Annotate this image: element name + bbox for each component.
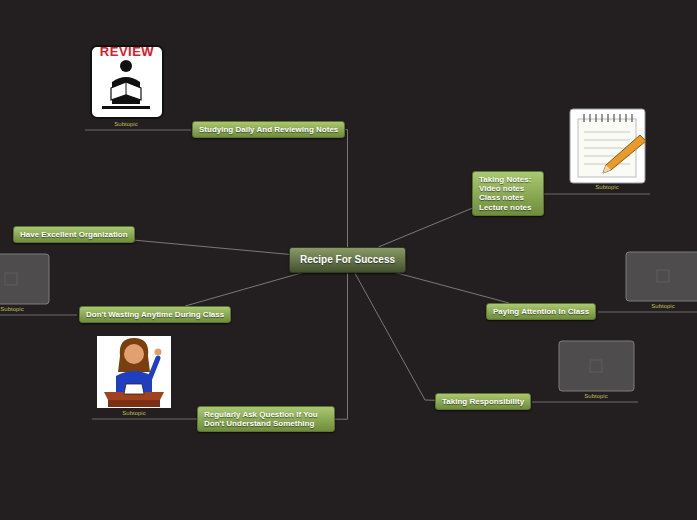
- branch-line: [355, 273, 435, 401]
- topic-box: Don't Wasting Anytime During Class: [79, 306, 231, 323]
- subtopic-caption: Subtopic: [122, 410, 145, 416]
- branch-line: [335, 273, 348, 420]
- topic-text: Paying Attention In Class: [493, 307, 589, 316]
- topic-box: Studying Daily And Reviewing Notes: [192, 121, 345, 138]
- topic-box: Regularly Ask Question If You Don't Unde…: [197, 406, 335, 432]
- subtopic-caption: Subtopic: [584, 393, 607, 399]
- subtopic-caption: Subtopic: [595, 184, 618, 190]
- central-topic: Recipe For Success: [289, 247, 406, 273]
- topic-text: Taking Responsibility: [442, 397, 524, 406]
- image-text: REVIEW: [100, 44, 154, 59]
- topic-text: Taking Notes: Video notes Class notes Le…: [479, 175, 537, 212]
- topic-text: Don't Wasting Anytime During Class: [86, 310, 224, 319]
- branch-line: [345, 130, 347, 247]
- branch-line: [135, 240, 289, 254]
- topic-text: Have Excellent Organization: [20, 230, 128, 239]
- subtopic-caption: Subtopic: [0, 306, 23, 312]
- subtopic-caption: Subtopic: [651, 303, 674, 309]
- topic-box: Paying Attention In Class: [486, 303, 596, 320]
- student-icon: [97, 336, 171, 408]
- topic-text: Studying Daily And Reviewing Notes: [199, 125, 338, 134]
- topic-text: Regularly Ask Question If You Don't Unde…: [204, 410, 328, 428]
- branch-line: [185, 273, 303, 307]
- topic-box: Taking Responsibility: [435, 393, 531, 410]
- topic-box: Taking Notes: Video notes Class notes Le…: [472, 171, 544, 216]
- topic-text: Recipe For Success: [300, 254, 395, 266]
- branch-line: [378, 208, 472, 247]
- subtopic-caption: Subtopic: [114, 121, 137, 127]
- branch-line: [395, 273, 509, 304]
- notepad-icon: [570, 109, 646, 183]
- topic-box: Have Excellent Organization: [13, 226, 135, 243]
